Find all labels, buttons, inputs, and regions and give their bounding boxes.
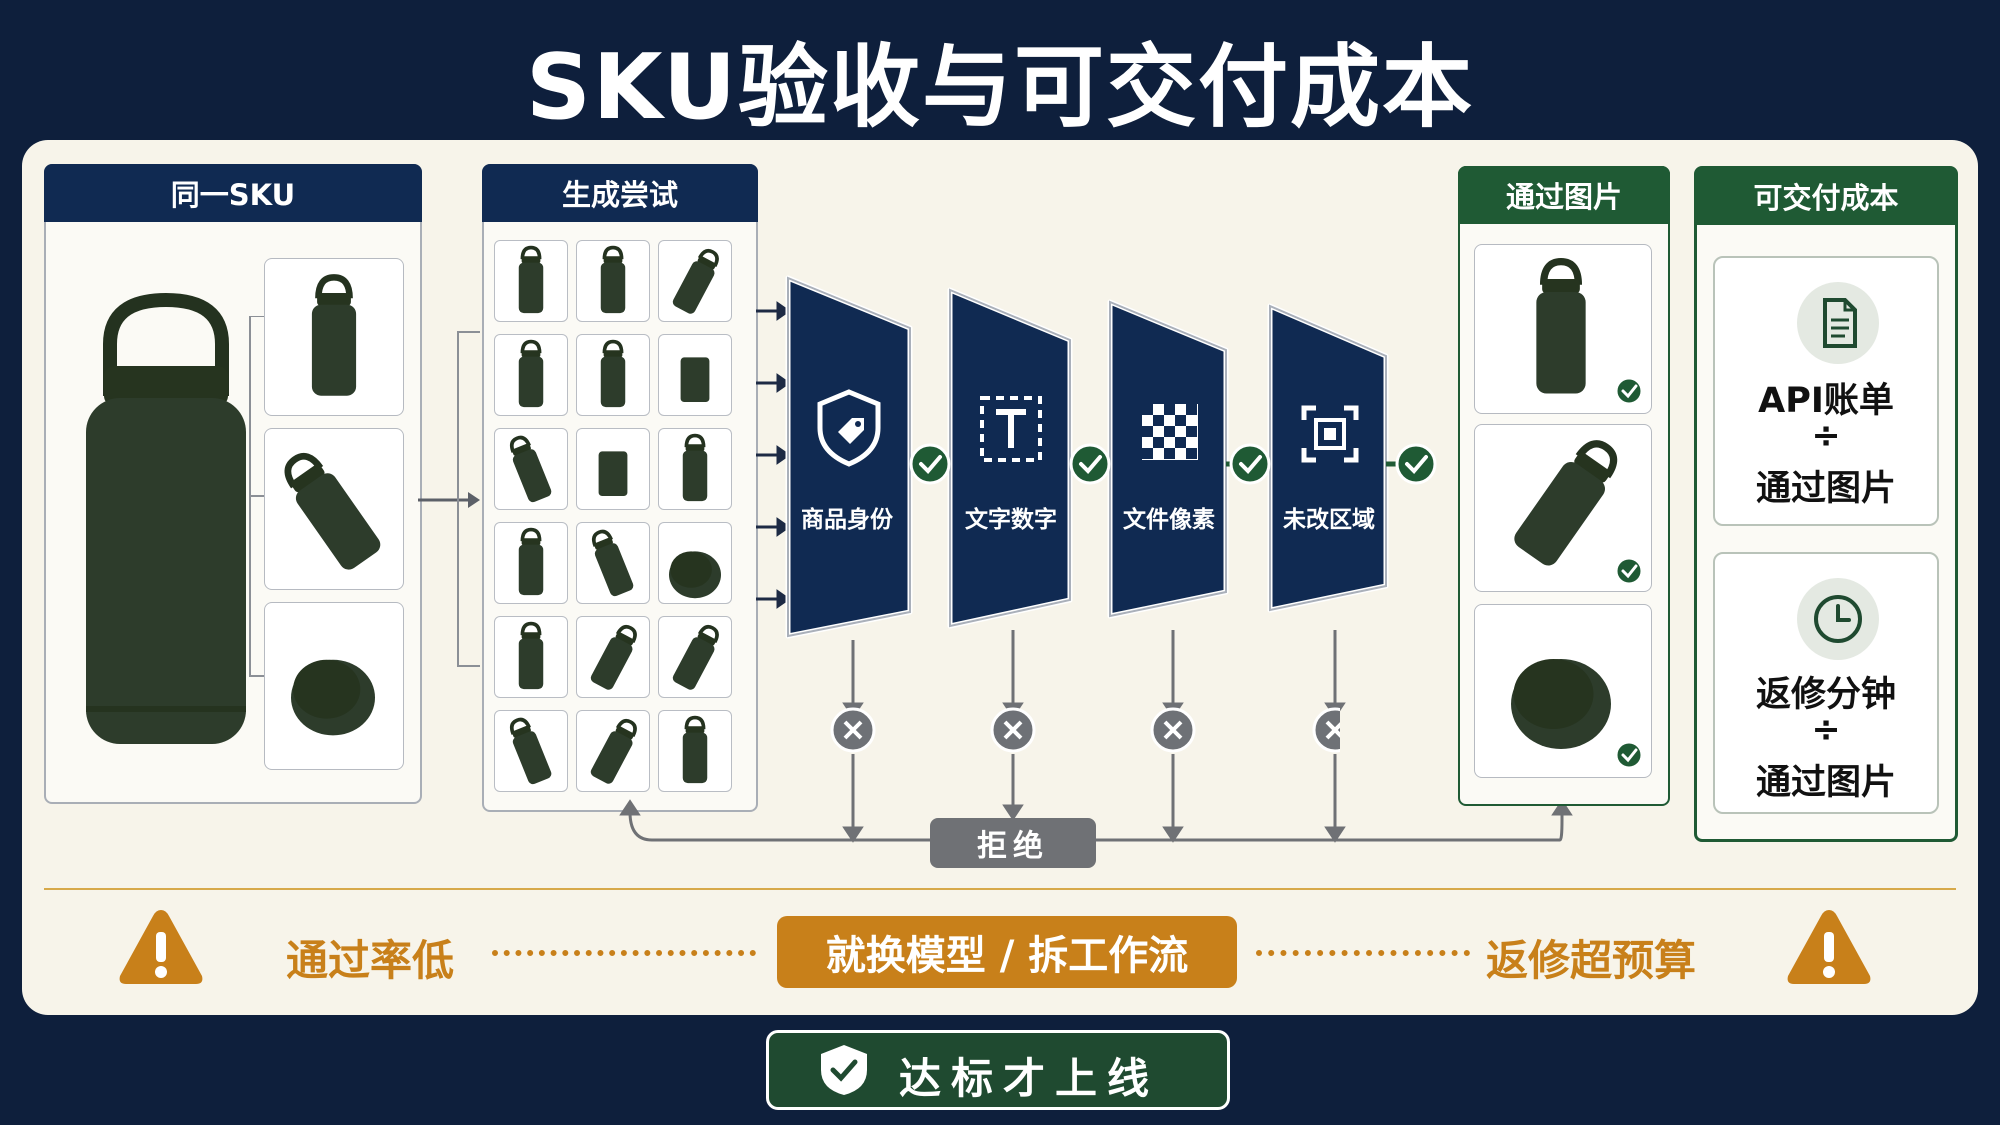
pass-badges [909,443,1470,485]
checker-icon [1142,404,1198,460]
stage-label-identity: 商品身份 [801,507,893,533]
rework-cost-divide: ÷ [1811,710,1841,750]
attempts-to-stage-arrows [756,301,791,609]
warning-icon-right [1787,910,1871,984]
stage-label-region: 未改区域 [1283,507,1375,533]
rework-cost-denominator: 通过图片 [1755,763,1896,803]
cost-column-header: 可交付成本 [1695,167,1957,225]
sku-column: 同一SKU [44,164,422,804]
attempt-thumbnail [576,616,650,698]
bracket-lines [249,316,266,677]
attempt-thumbnail [576,710,650,792]
shield-tag-icon [817,389,881,467]
passed-image-lid [1474,604,1652,778]
passed-image-tilted [1474,424,1652,592]
sku-to-attempts-arrow [418,331,480,667]
attempt-thumbnail [576,334,650,416]
attempt-thumbnail [494,240,568,322]
sku-column-header: 同一SKU [44,164,422,222]
region-icon [1301,405,1359,463]
go-live-label: 达标才上线 [899,1054,1160,1103]
attempt-thumbnail [576,428,650,510]
sku-view-upright [264,258,404,416]
dotted-line-left [492,950,756,956]
attempt-thumbnail [494,334,568,416]
reject-x-icons [830,707,1340,753]
sku-view-tilted [264,428,404,590]
rework-cost-card: 返修分钟 ÷ 通过图片 [1713,552,1939,814]
over-budget-text: 返修超预算 [1486,936,1697,985]
passed-image-upright [1474,244,1652,414]
api-cost-divide: ÷ [1811,416,1841,456]
low-pass-rate-text: 通过率低 [286,936,455,985]
attempt-thumbnail [576,240,650,322]
attempt-thumbnail [658,428,732,510]
attempt-thumbnail [658,240,732,322]
clock-icon [1797,578,1879,660]
text-frame-icon [980,396,1042,462]
passed-column-header: 通过图片 [1458,166,1670,224]
document-icon [1797,282,1879,364]
stage-label-text: 文字数字 [965,507,1057,533]
hero-bottle-image [86,292,246,744]
sku-view-lid [264,602,404,770]
attempt-thumbnail [658,710,732,792]
warning-icon-left [119,910,203,984]
api-cost-denominator: 通过图片 [1755,469,1896,509]
attempt-thumbnail [658,616,732,698]
page-title: SKU验收与可交付成本 [525,35,1475,140]
attempt-thumbnail [494,616,568,698]
shield-check-icon [821,1045,867,1095]
api-cost-numerator: API账单 [1758,381,1894,421]
attempt-thumbnail [576,522,650,604]
attempt-thumbnail [658,334,732,416]
section-divider [44,888,1956,890]
rework-cost-numerator: 返修分钟 [1755,675,1896,715]
switch-model-box: 就换模型 / 拆工作流 [777,916,1237,988]
dotted-line-right [1256,950,1470,956]
attempt-thumbnail [494,522,568,604]
attempt-thumbnail [494,710,568,792]
passed-column: 通过图片 [1458,166,1670,806]
api-cost-card: API账单 ÷ 通过图片 [1713,256,1939,526]
reject-label: 拒绝 [930,818,1096,868]
attempts-column-header: 生成尝试 [482,164,758,222]
go-live-button[interactable]: 达标才上线 [766,1030,1230,1110]
attempt-thumbnail [494,428,568,510]
stage-label-pixels: 文件像素 [1123,507,1215,533]
attempt-thumbnail [658,522,732,604]
